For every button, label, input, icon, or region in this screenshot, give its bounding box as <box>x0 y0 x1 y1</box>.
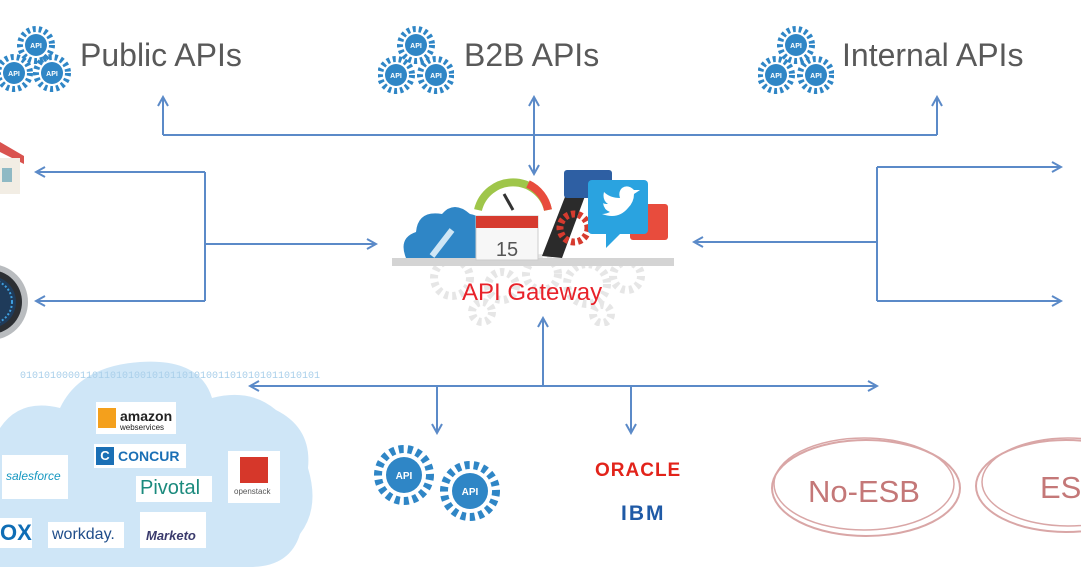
svg-text:API: API <box>390 73 402 80</box>
svg-text:API: API <box>430 73 442 80</box>
marketo-logo: Marketo <box>140 512 206 548</box>
thermostat-icon <box>0 265 28 339</box>
svg-text:API: API <box>8 71 20 78</box>
concur-logo: C CONCUR <box>94 444 186 468</box>
house-icon <box>0 142 24 194</box>
public-apis-label: Public APIs <box>80 37 242 73</box>
twitter-icon <box>588 180 648 248</box>
gear-cluster-icon: API API API <box>758 26 834 94</box>
b2b-apis-label: B2B APIs <box>464 37 600 73</box>
svg-text:API: API <box>770 73 782 80</box>
svg-text:API: API <box>810 73 822 80</box>
openstack-logo: openstack <box>228 451 280 503</box>
esb-label: ES <box>1040 470 1081 505</box>
api-gateway-label: API Gateway <box>462 279 603 306</box>
svg-text:API: API <box>46 71 58 78</box>
gear-cluster-icon: API API API <box>0 26 71 92</box>
svg-text:API: API <box>790 43 802 50</box>
calendar-icon: 15 <box>475 215 539 261</box>
internal-apis-label: Internal APIs <box>842 37 1024 73</box>
salesforce-logo: salesforce <box>2 455 68 499</box>
no-esb-label: No-ESB <box>808 474 920 509</box>
ibm-logo: IBM <box>621 502 666 525</box>
gear-cluster-icon: API API API <box>378 26 454 94</box>
oracle-logo: ORACLE <box>595 460 682 481</box>
binary-pattern: 0101010000110110101001010110101001101010… <box>20 371 320 382</box>
calendar-day: 15 <box>496 239 518 261</box>
api-badge: API <box>462 487 479 498</box>
pivotal-logo: Pivotal <box>136 476 212 502</box>
api-badge: API <box>396 471 413 482</box>
api-gateway-illustration: 15 <box>392 170 674 326</box>
esb-scribble-circles <box>771 437 1081 537</box>
amazon-logo: amazon webservices <box>96 402 176 434</box>
workday-logo: workday. <box>48 522 124 548</box>
speedometer-icon <box>474 178 552 212</box>
svg-text:API: API <box>410 43 422 50</box>
svg-text:API: API <box>30 43 42 50</box>
box-logo: OX <box>0 518 32 548</box>
api-gear-icon: API API <box>374 445 500 521</box>
cloud-icon <box>403 207 488 258</box>
